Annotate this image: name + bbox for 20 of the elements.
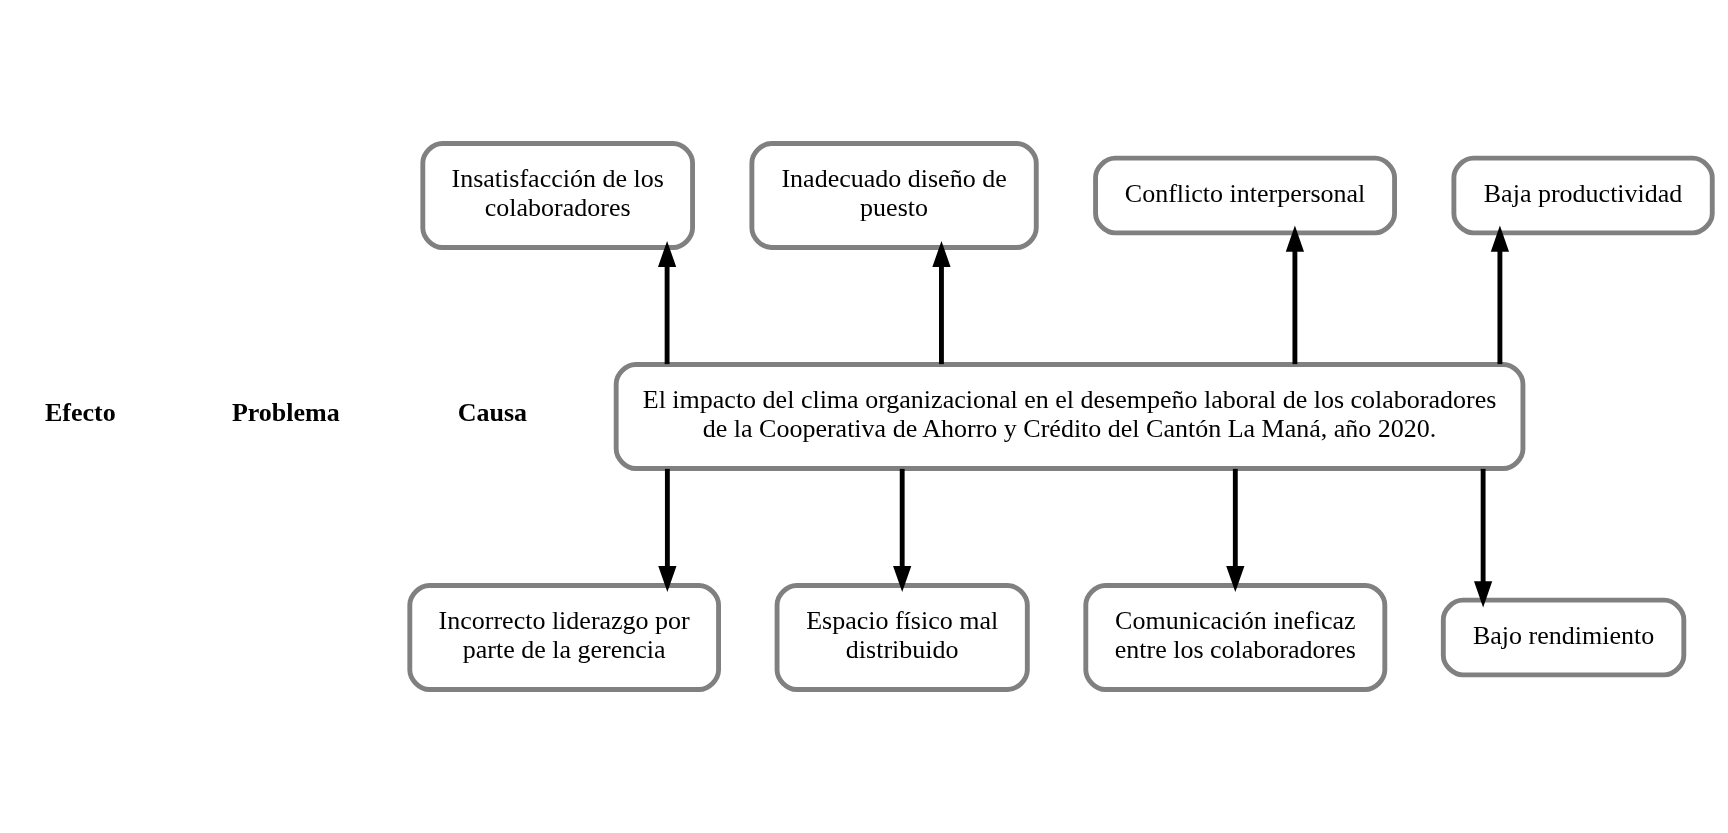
arrow	[893, 468, 912, 593]
node-box: El impacto del clima organizacional en el desempeño laboral de los colaboradores de la Cooperativa de Ahorro y Crédito del Cantón La Maná, año 2020.	[613, 362, 1526, 471]
label: Problema	[231, 398, 340, 428]
label: Efecto	[45, 398, 116, 428]
node-box: Espacio físico mal distribuido	[774, 583, 1030, 692]
arrow	[1285, 225, 1305, 365]
arrow	[657, 240, 677, 365]
label: Causa	[457, 398, 528, 428]
node-box: Baja productividad	[1451, 155, 1715, 236]
node-box: Bajo rendimiento	[1440, 597, 1687, 678]
node-box: Inadecuado diseño de puesto	[749, 141, 1039, 250]
node-box: Comunicación ineficaz entre los colaboradores	[1083, 583, 1388, 692]
arrow	[932, 240, 951, 365]
node-box: Incorrecto liderazgo por parte de la gerencia	[407, 583, 721, 692]
node-box: Conflicto interpersonal	[1093, 155, 1397, 236]
arrow	[658, 468, 677, 593]
arrow	[1226, 468, 1245, 593]
arrow	[1490, 225, 1510, 365]
arrow	[1474, 468, 1493, 608]
node-box: Insatisfacción de los colaboradores	[420, 141, 695, 250]
